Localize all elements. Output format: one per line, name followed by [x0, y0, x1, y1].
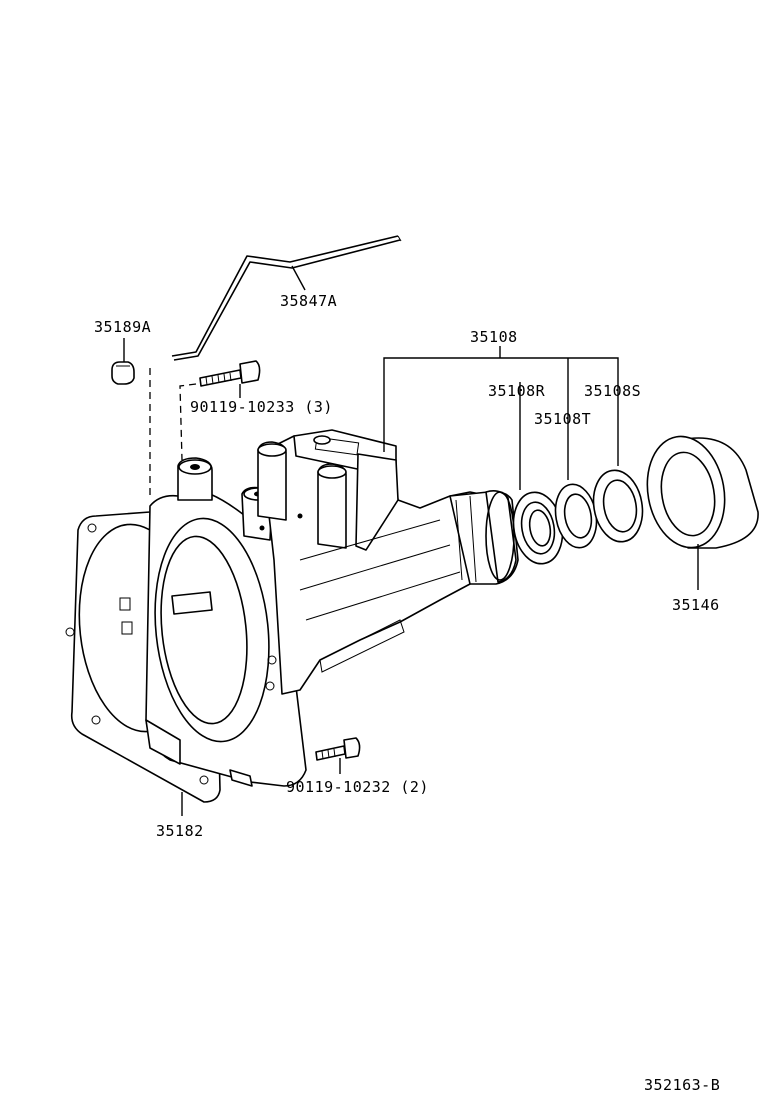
- seal-35108r: [512, 491, 564, 565]
- bolt-upper: [199, 360, 261, 387]
- bolt-lower: [315, 737, 361, 761]
- label-assembly: 35108: [470, 328, 518, 346]
- bracket-35108: [383, 346, 619, 490]
- label-figure-id: 352163-B: [644, 1076, 720, 1094]
- extension-housing: [119, 429, 519, 787]
- label-dust-cover: 35146: [672, 596, 720, 614]
- seal-35108s: [592, 469, 644, 543]
- bolt-install-line: [179, 383, 197, 461]
- dust-cover: [646, 435, 759, 549]
- label-sub-t: 35108T: [534, 410, 591, 428]
- label-bolt-lower: 90119-10232 (2): [286, 778, 429, 796]
- label-breather-tube: 35847A: [280, 292, 337, 310]
- plug: [111, 361, 135, 385]
- breather-tube: [171, 235, 402, 361]
- label-bolt-upper: 90119-10233 (3): [190, 398, 333, 416]
- leader-35847a: [291, 265, 306, 291]
- label-sub-s: 35108S: [584, 382, 641, 400]
- label-sub-r: 35108R: [488, 382, 546, 400]
- label-plug: 35189A: [94, 318, 151, 336]
- label-gasket: 35182: [156, 822, 204, 840]
